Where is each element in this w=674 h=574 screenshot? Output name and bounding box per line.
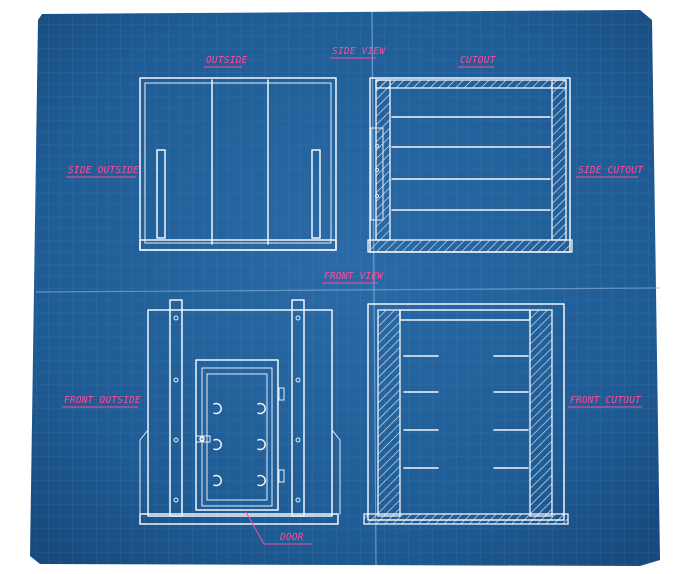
label-outside: OUTSIDE: [206, 55, 248, 66]
side-cutout-drawing: [367, 77, 573, 253]
annotation-labels: SIDE VIEW OUTSIDE CUTOUT SIDE OUTSIDE SI…: [62, 46, 644, 545]
front-cutout-drawing: [363, 303, 569, 525]
front-outside-drawing: [139, 299, 341, 525]
paper: [30, 10, 661, 566]
label-side-outside: SIDE OUTSIDE: [68, 165, 139, 176]
label-front-outside: FRONT OUTSIDE: [64, 395, 141, 406]
label-front-view: FRONT VIEW: [324, 271, 384, 282]
label-side-view: SIDE VIEW: [332, 46, 386, 57]
label-cutout: CUTOUT: [460, 55, 497, 66]
label-side-cutout: SIDE CUTOUT: [578, 165, 644, 176]
door-drawing: [195, 359, 285, 511]
label-door: DOOR: [279, 532, 304, 543]
label-front-cutout: FRONT CUTOUT: [570, 395, 642, 406]
side-outside-drawing: [139, 77, 337, 251]
